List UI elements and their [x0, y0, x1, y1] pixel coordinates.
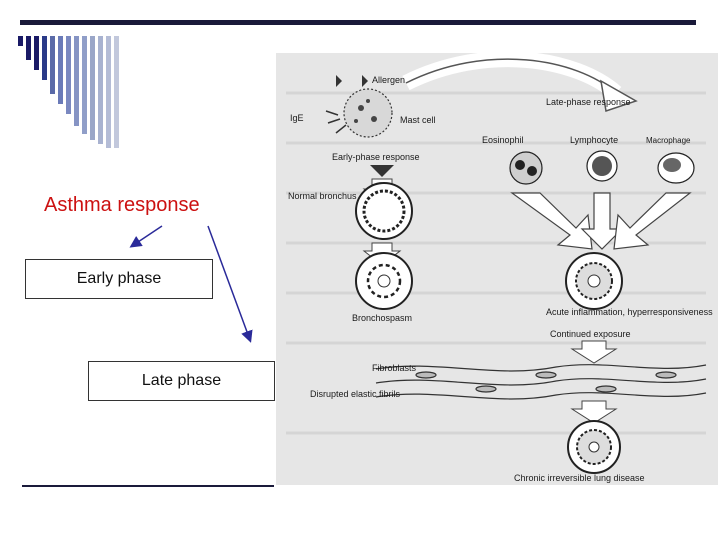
- inflamed-bronchus-icon: [565, 252, 623, 310]
- label-early-phase-response: Early-phase response: [332, 152, 420, 162]
- chronic-bronchus-icon: [567, 420, 621, 474]
- fibroblast-layer: [375, 364, 707, 400]
- label-mast-cell: Mast cell: [400, 115, 436, 125]
- label-normal-bronchus: Normal bronchus: [288, 191, 357, 201]
- lymphocyte-icon: [586, 150, 618, 182]
- label-late-phase-response: Late-phase response: [546, 97, 631, 107]
- label-ige: IgE: [290, 113, 304, 123]
- asthma-pathway-figure: Allergen IgE Mast cell Late-phase respon…: [276, 53, 718, 485]
- label-chronic-disease: Chronic irreversible lung disease: [514, 473, 645, 483]
- bronchospasm-icon: [355, 252, 413, 310]
- arrow-to-late: [207, 225, 253, 343]
- label-allergen: Allergen: [372, 75, 405, 85]
- early-phase-label: Early phase: [76, 270, 162, 287]
- early-phase-box: Early phase: [25, 259, 213, 299]
- late-phase-box: Late phase: [88, 361, 275, 401]
- decorative-bars: [18, 36, 119, 148]
- label-bronchospasm: Bronchospasm: [352, 313, 412, 323]
- macrophage-icon: [657, 152, 695, 184]
- normal-bronchus-icon: [355, 182, 413, 240]
- arrow-to-early: [129, 225, 163, 248]
- late-phase-label: Late phase: [141, 372, 222, 389]
- label-disrupted-elastic-fibrils: Disrupted elastic fibrils: [310, 389, 401, 399]
- top-rule: [20, 20, 696, 25]
- label-lymphocyte: Lymphocyte: [570, 135, 618, 145]
- label-eosinophil: Eosinophil: [482, 135, 524, 145]
- label-continued-exposure: Continued exposure: [550, 329, 631, 339]
- label-fibroblasts: Fibroblasts: [372, 363, 417, 373]
- mast-cell-icon: [325, 88, 393, 138]
- label-acute-inflammation: Acute inflammation, hyperresponsiveness: [546, 307, 713, 317]
- label-macrophage: Macrophage: [646, 136, 691, 145]
- converging-arrows: [510, 192, 692, 250]
- eosinophil-icon: [509, 151, 543, 185]
- bottom-rule: [22, 485, 274, 487]
- slide-title: Asthma response: [44, 194, 200, 216]
